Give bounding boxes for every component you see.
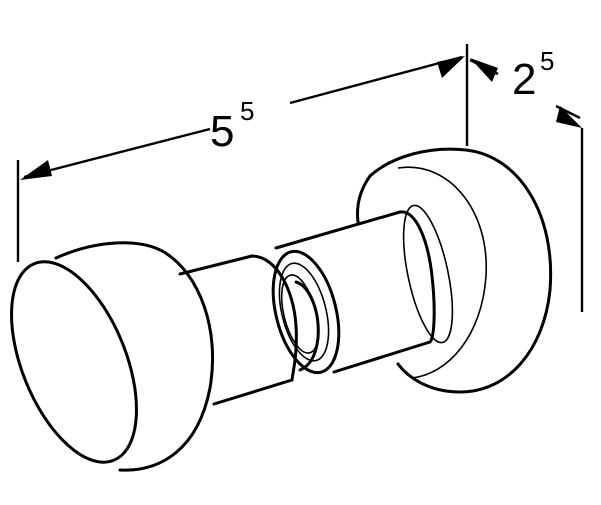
front-stem-bottom-edge: [212, 378, 294, 406]
knob-front-face: [10, 260, 138, 464]
arrowhead-depth-right: [556, 106, 582, 128]
dimension-depth-superscript: 5: [540, 46, 554, 76]
neck: [294, 280, 320, 372]
collar-ring: [271, 249, 341, 375]
front-stem: [178, 254, 298, 406]
dimension-length: 5 5: [16, 44, 469, 262]
rosette-left-edge: [356, 174, 372, 224]
rear-stem-end: [398, 210, 436, 344]
rosette-inner-edge: [397, 166, 487, 379]
front-stem-end: [250, 254, 298, 382]
rosette-outer-edge: [368, 147, 553, 394]
rosette-face-ellipse: [402, 204, 454, 344]
arrowhead-depth-left: [470, 58, 498, 82]
dimension-length-superscript: 5: [240, 96, 254, 126]
wall-rosette: [356, 147, 553, 394]
rear-stem-top-edge: [274, 210, 402, 250]
dimension-depth-value: 2: [512, 55, 536, 104]
arrowhead-left: [20, 160, 52, 180]
dimension-line-segment-right: [289, 55, 463, 105]
rear-stem: [274, 210, 436, 374]
dimension-line-segment-left: [23, 127, 211, 179]
collar-outer-ellipse: [271, 249, 341, 375]
collar-inner-ellipse: [278, 262, 330, 362]
arrowhead-right: [437, 56, 465, 78]
dimension-depth: 2 5: [469, 46, 584, 312]
neck-end: [294, 280, 320, 372]
dimension-length-value: 5: [210, 107, 234, 156]
front-stem-top-edge: [178, 254, 254, 276]
rear-stem-bottom-edge: [332, 340, 432, 374]
knob-outer-edge: [54, 241, 215, 472]
front-knob: [10, 241, 215, 472]
